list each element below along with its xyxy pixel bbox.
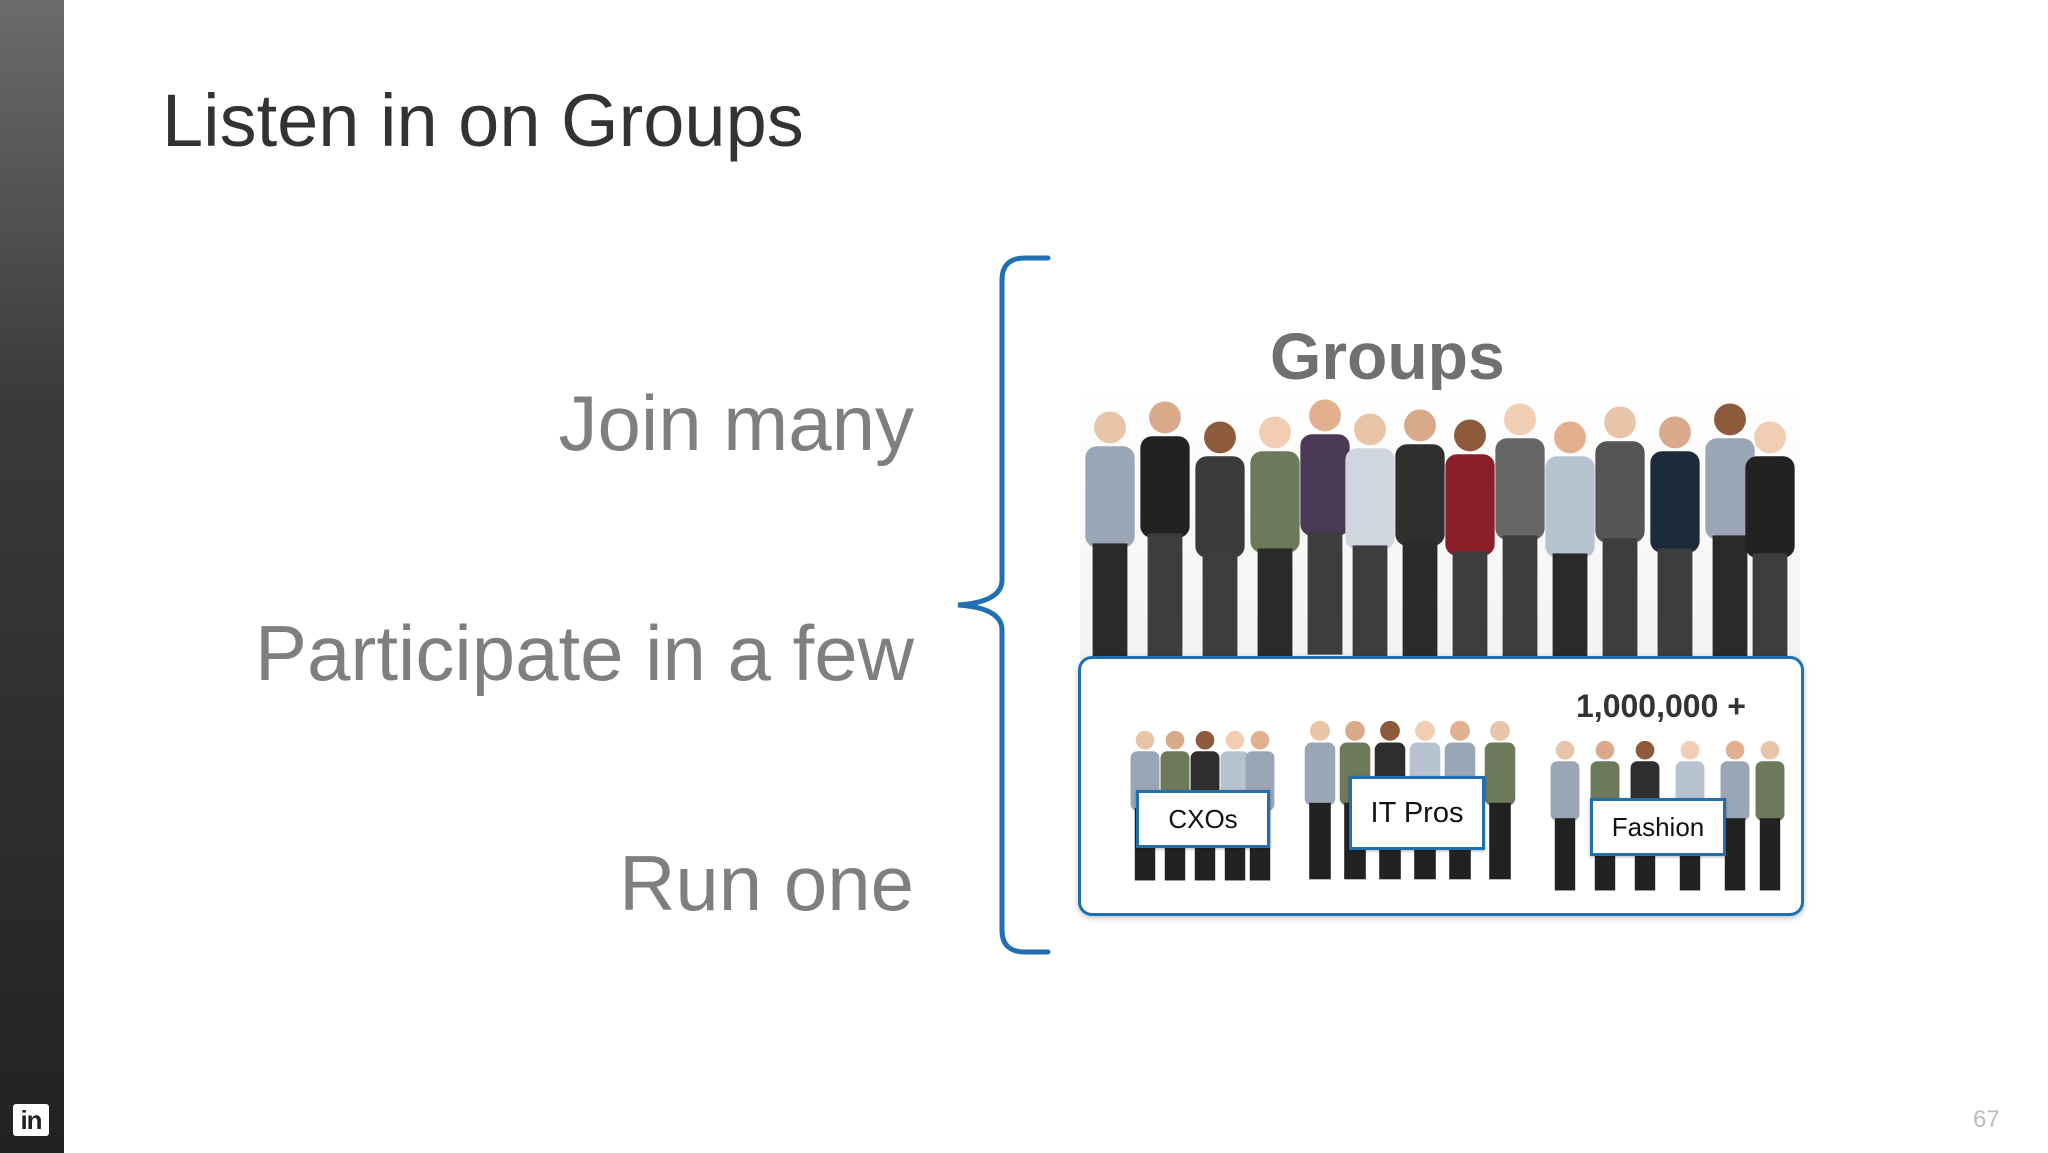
list-item-participate: Participate in a few (254, 609, 914, 697)
curly-brace (957, 255, 1051, 955)
list-item-run: Run one (619, 839, 914, 927)
tag-it-pros: IT Pros (1349, 776, 1485, 850)
slide-title: Listen in on Groups (162, 79, 804, 162)
tag-fashion: Fashion (1590, 798, 1726, 856)
tag-cxos: CXOs (1136, 790, 1270, 848)
member-count: 1,000,000 + (1576, 688, 1746, 724)
crowd-photo (1080, 390, 1800, 670)
groups-heading: Groups (1270, 319, 1505, 393)
page-number: 67 (1973, 1106, 2000, 1133)
sidebar-band: in (0, 0, 64, 1153)
linkedin-logo-icon: in (13, 1104, 49, 1136)
list-item-join: Join many (558, 379, 915, 467)
